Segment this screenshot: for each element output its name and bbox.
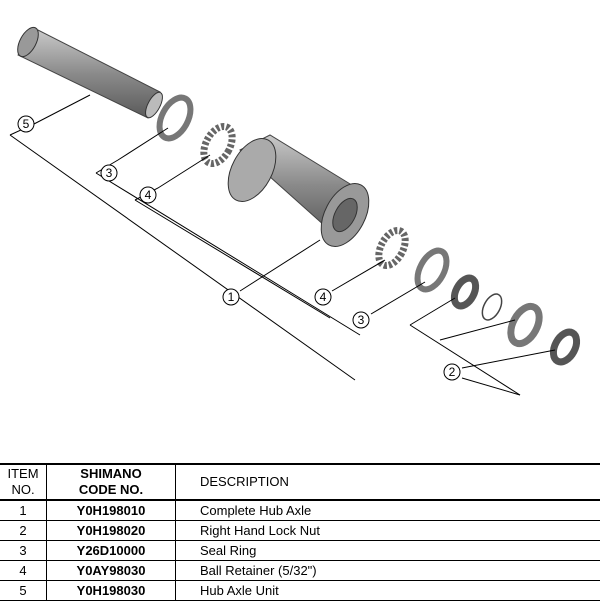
cone <box>450 275 480 310</box>
description: Right Hand Lock Nut <box>176 521 600 541</box>
description: Hub Axle Unit <box>176 581 600 601</box>
callout-4: 4 <box>315 289 331 305</box>
svg-text:4: 4 <box>320 290 327 304</box>
ball-retainer-left <box>198 122 238 169</box>
code-no: Y0H198010 <box>47 500 176 521</box>
callout-3: 3 <box>101 165 117 181</box>
svg-text:5: 5 <box>23 117 30 131</box>
description: Complete Hub Axle <box>176 500 600 521</box>
hub-body <box>218 131 378 255</box>
item-no: 5 <box>0 581 47 601</box>
callout-2: 2 <box>444 364 460 380</box>
callout-3: 3 <box>353 312 369 328</box>
seal-ring-right <box>412 246 453 294</box>
hub-axle-unit <box>13 24 165 120</box>
callout-1: 1 <box>223 289 239 305</box>
header-description: DESCRIPTION <box>176 464 600 500</box>
svg-text:3: 3 <box>358 313 365 327</box>
item-no: 2 <box>0 521 47 541</box>
o-ring <box>478 291 505 323</box>
item-no: 4 <box>0 561 47 581</box>
code-no: Y0AY98030 <box>47 561 176 581</box>
code-no: Y0H198020 <box>47 521 176 541</box>
svg-text:1: 1 <box>228 290 235 304</box>
item-no: 3 <box>0 541 47 561</box>
leader-lines <box>10 95 555 395</box>
code-no: Y26D10000 <box>47 541 176 561</box>
item-no: 1 <box>0 500 47 521</box>
code-no: Y0H198030 <box>47 581 176 601</box>
lock-nut-ring <box>505 302 545 349</box>
right-hand-lock-nut <box>549 328 582 366</box>
svg-text:3: 3 <box>106 166 113 180</box>
description: Seal Ring <box>176 541 600 561</box>
svg-text:4: 4 <box>145 188 152 202</box>
exploded-hub-diagram: 5 3 4 1 4 3 2 <box>0 0 600 460</box>
svg-text:2: 2 <box>449 365 456 379</box>
callout-5: 5 <box>18 116 34 132</box>
callout-4: 4 <box>140 187 156 203</box>
description: Ball Retainer (5/32") <box>176 561 600 581</box>
